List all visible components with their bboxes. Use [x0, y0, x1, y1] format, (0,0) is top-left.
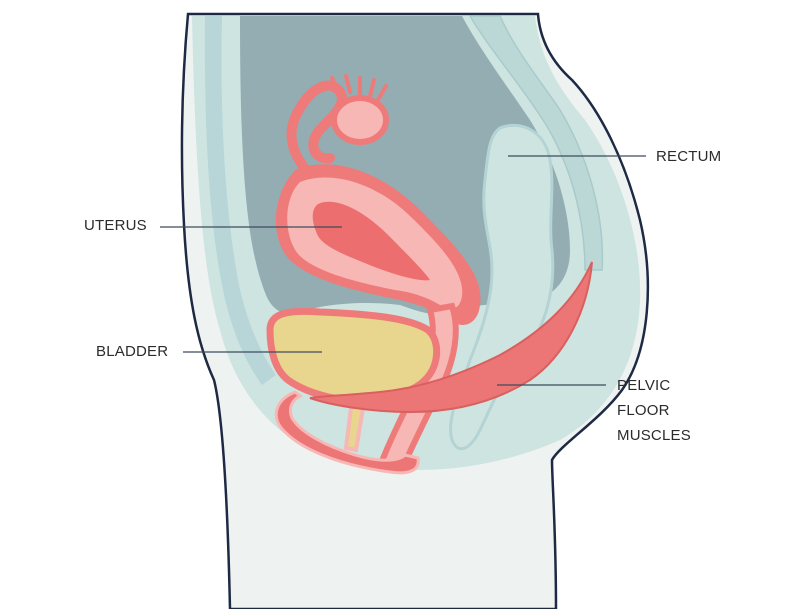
- pelvic-floor-sling: [309, 261, 593, 414]
- front-tissue-band: [204, 16, 276, 385]
- pelvic-floor-label-line-3: MUSCLES: [617, 427, 691, 444]
- fimbriae: [330, 74, 388, 102]
- bladder-shape: [266, 307, 441, 404]
- pelvic-floor-label-line-1: PELVIC: [617, 377, 671, 394]
- uterus-core: [312, 201, 430, 281]
- ovary: [331, 95, 389, 145]
- leader-lines: [160, 155, 646, 386]
- pelvic-floor-label: PELVIC FLOOR MUSCLES: [617, 373, 691, 448]
- perineal-muscle-loop: [274, 390, 420, 475]
- spine-column: [468, 15, 604, 271]
- uterus-label: UTERUS: [84, 217, 147, 234]
- pelvic-floor-label-line-2: FLOOR: [617, 402, 670, 419]
- bladder-label: BLADDER: [96, 343, 169, 360]
- rectum-label: RECTUM: [656, 148, 722, 165]
